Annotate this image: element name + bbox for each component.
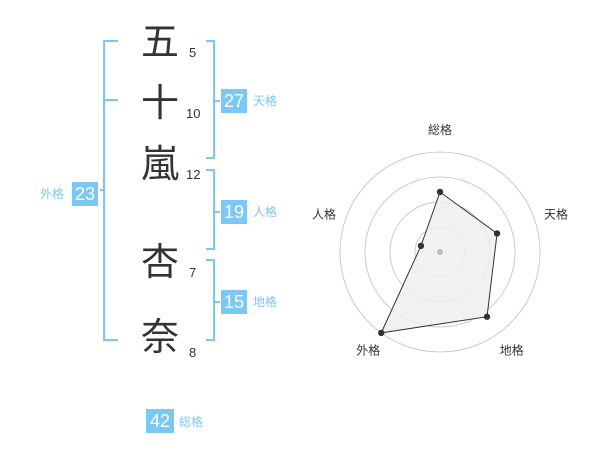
stroke-count-3: 12 <box>186 167 201 182</box>
tenkaku-label: 天格 <box>253 94 278 108</box>
jinkaku-value: 19 <box>221 200 247 224</box>
jinkaku-label: 人格 <box>253 205 278 219</box>
tenkaku-bracket <box>206 40 215 159</box>
jinkaku-bracket <box>206 169 215 250</box>
gaikaku-value: 23 <box>72 182 98 206</box>
radar-grid-ring <box>339 151 541 353</box>
stroke-count-2: 10 <box>186 106 201 121</box>
radar-axis-label-1: 総格 <box>428 122 452 137</box>
stroke-count-1: 5 <box>189 45 197 60</box>
radar-point-3 <box>483 313 491 320</box>
chikaku-bracket <box>206 259 215 341</box>
radar-center-dot <box>437 249 443 255</box>
chikaku-label: 地格 <box>253 295 278 309</box>
gaikaku-label: 外格 <box>40 187 65 201</box>
tenkaku-value: 27 <box>221 89 247 113</box>
radar-axis-label-5: 人格 <box>312 206 336 221</box>
name-char-2: 十 <box>140 81 179 125</box>
name-char-5: 奈 <box>140 315 179 359</box>
radar-point-2 <box>493 230 501 237</box>
radar-axis-label-3: 地格 <box>500 343 524 358</box>
name-char-1: 五 <box>140 20 179 64</box>
name-char-4: 杏 <box>140 240 179 284</box>
radar-axis-label-2: 天格 <box>544 206 568 221</box>
radar-data-polygon <box>380 191 498 334</box>
name-char-3: 嵐 <box>140 142 179 186</box>
stroke-count-4: 7 <box>189 265 197 280</box>
radar-point-1 <box>436 188 444 196</box>
soukaku-label: 総格 <box>179 415 204 429</box>
radar-point-4 <box>378 329 385 337</box>
chikaku-value: 15 <box>221 290 247 314</box>
stroke-count-5: 8 <box>189 345 197 360</box>
radar-axis-label-4: 外格 <box>356 343 380 358</box>
radar-point-5 <box>417 242 425 250</box>
radar-grid-ring <box>364 176 516 328</box>
soukaku-value: 42 <box>146 409 174 433</box>
